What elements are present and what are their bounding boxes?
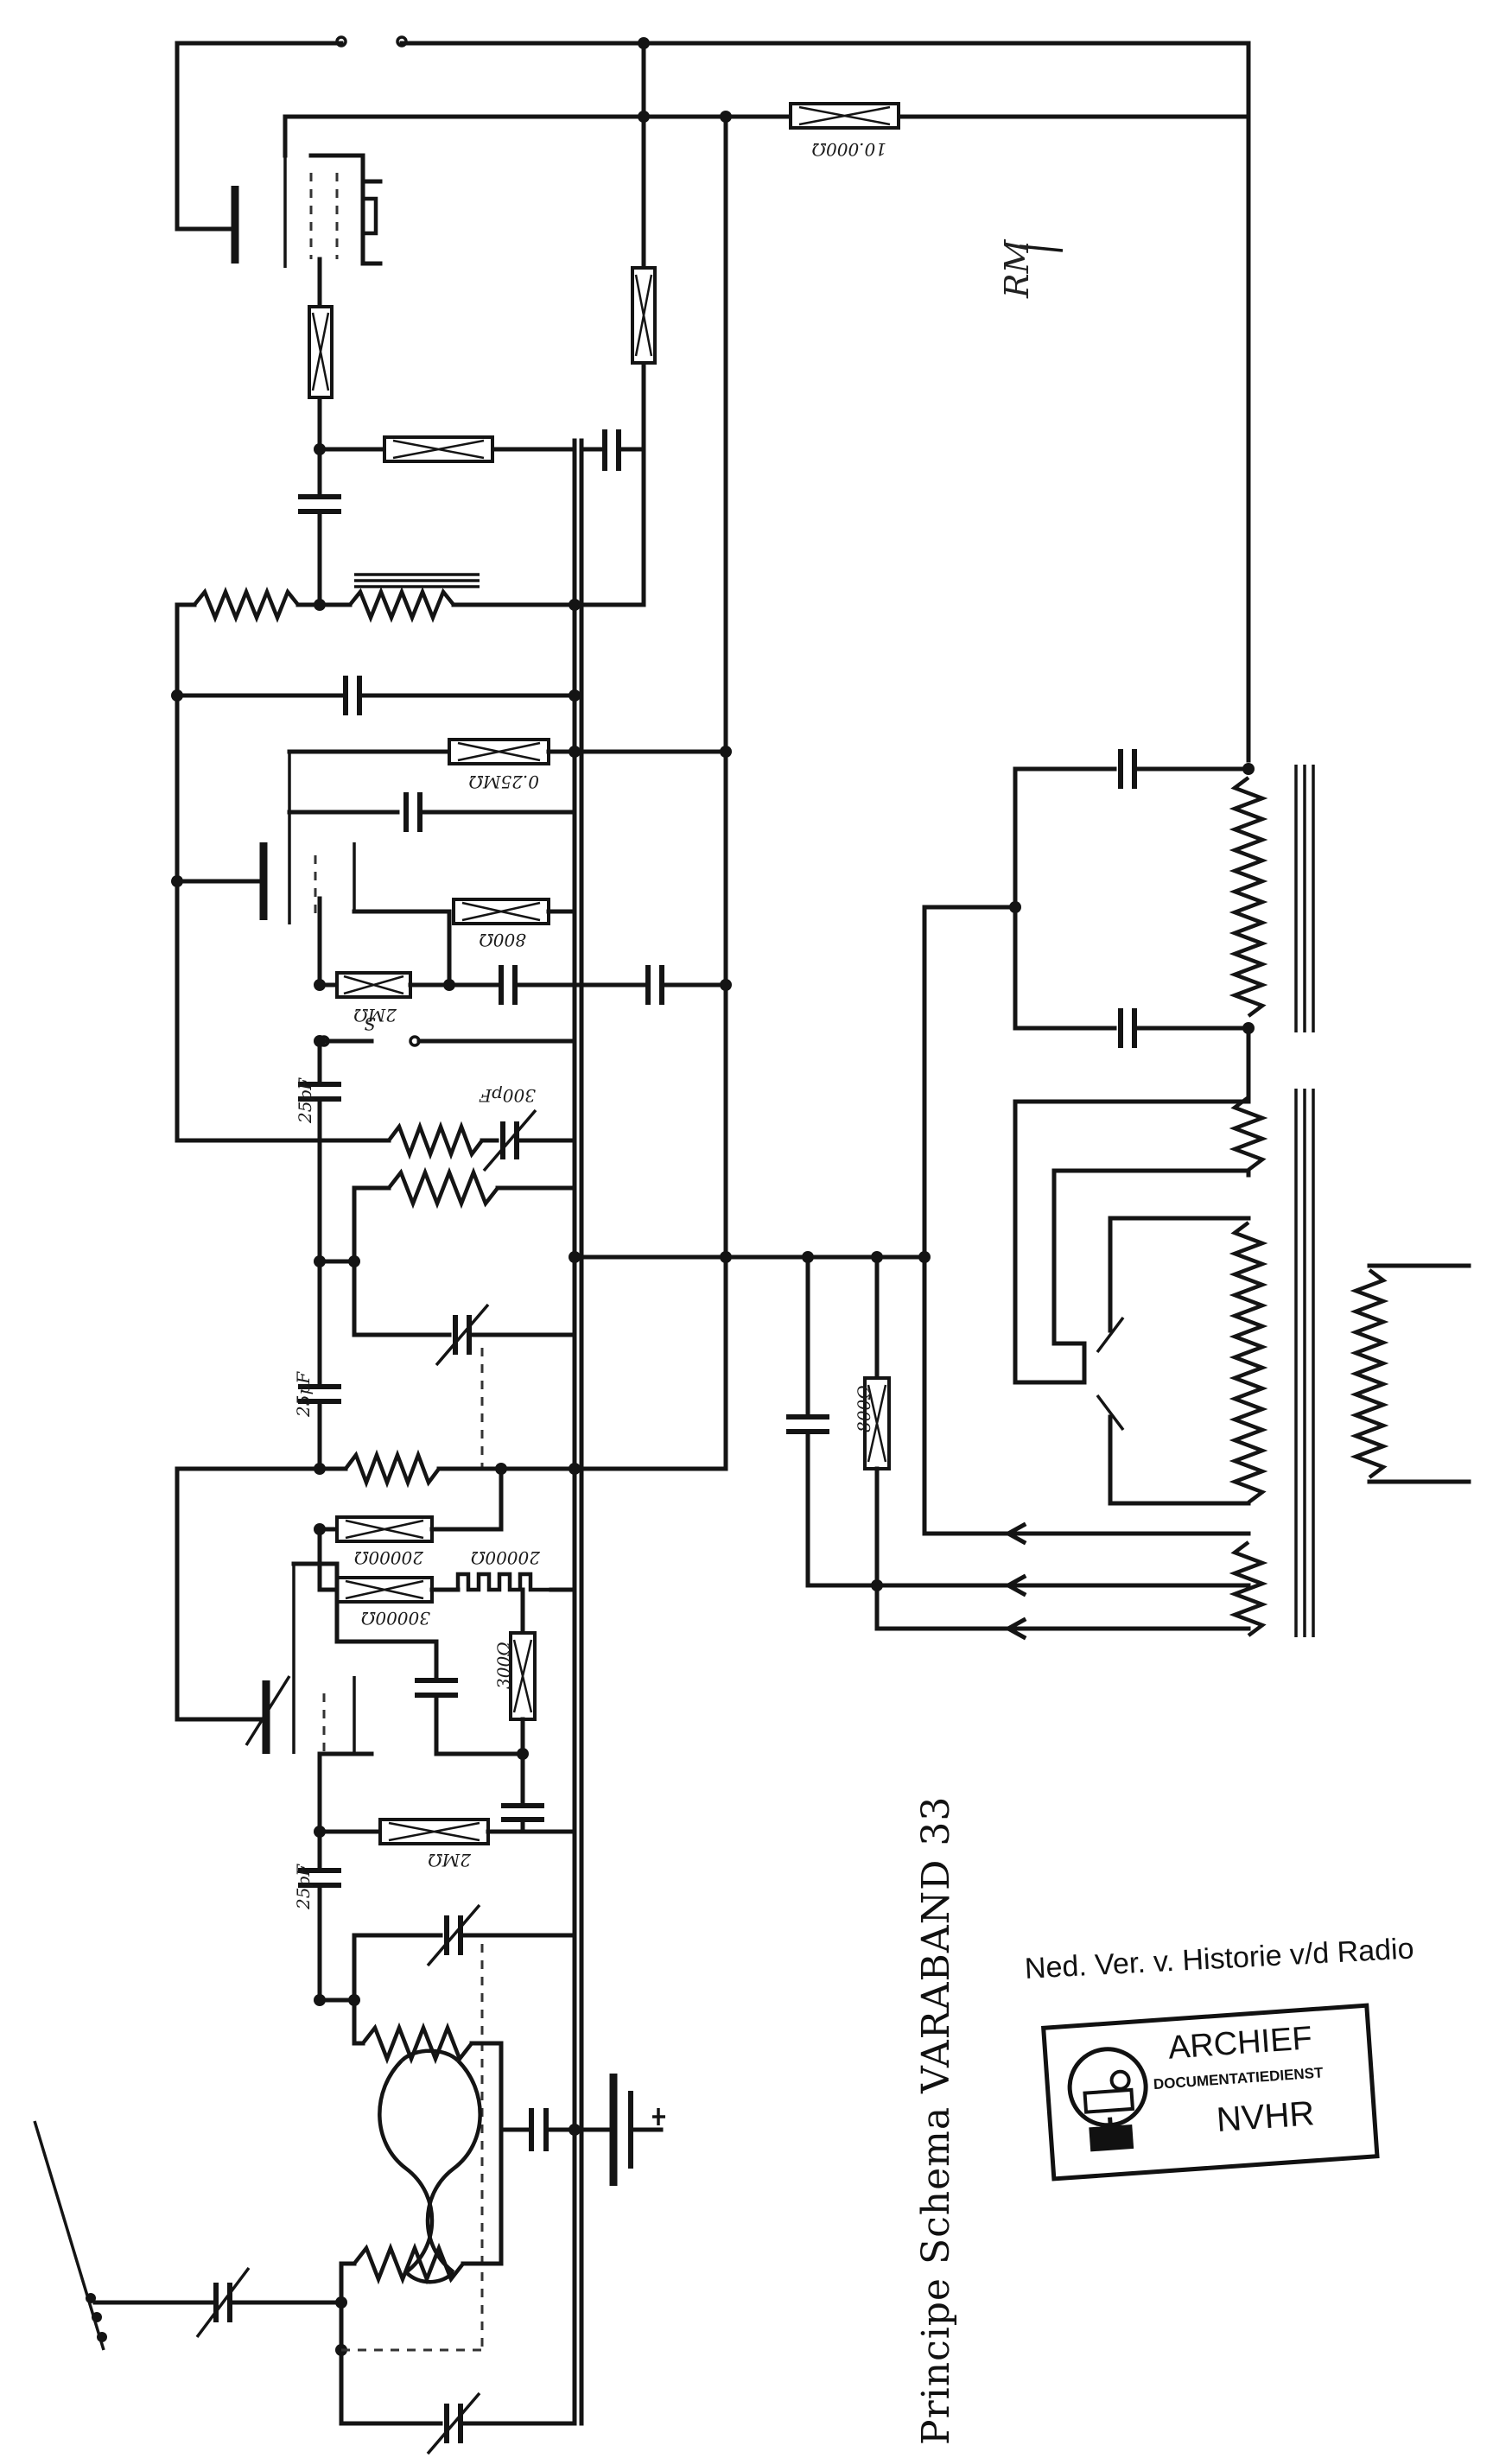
stamp-line-1: ARCHIEF	[1166, 2020, 1314, 2067]
resistor-d: 300Ω	[493, 1587, 537, 1791]
tuned-coil-2	[352, 1166, 577, 1337]
reaction-coil	[317, 1121, 499, 1160]
antenna-coil	[339, 2242, 504, 2426]
resistor-b: 30000Ω	[317, 1576, 461, 1629]
resistor-screen: 0.25MΩ	[448, 738, 550, 792]
mains-transformer	[1013, 1026, 1471, 1637]
capacitor-coupling-25pf-b: 25pF	[293, 1259, 341, 1471]
ground-battery	[499, 2074, 665, 2186]
label-c-coupling2: 25pF	[293, 1371, 314, 1418]
top-supply-wiring	[175, 35, 1251, 763]
label-r-filter: 800Ω	[854, 1385, 874, 1432]
archive-stamp: ARCHIEF DOCUMENTATIEDIENST NVHR	[1041, 2003, 1380, 2182]
capacitor-cathode-bypass	[415, 1639, 525, 1756]
label-r-screen: 0.25MΩ	[468, 772, 539, 792]
label-r-grid1: 2MΩ	[428, 1850, 472, 1870]
stamp-line-3: NVHR	[1215, 2094, 1316, 2140]
capacitor-reaction-variable: 300pF	[479, 1085, 577, 1172]
label-switch: S	[364, 1013, 376, 1034]
resistor-cathode: 800Ω	[452, 898, 550, 950]
label-r-b: 30000Ω	[361, 1608, 430, 1629]
resistor-grid-output	[308, 305, 334, 399]
stamp-emblem-icon	[1067, 2047, 1148, 2152]
resistor-c-wirewound: 20000Ω	[455, 1547, 577, 1592]
diagram-title: Principe Schema VARABAND 33	[914, 1795, 958, 2445]
label-r-d: 300Ω	[493, 1642, 514, 1689]
capacitor-tuning-1	[352, 1903, 577, 2003]
capacitor-decoupling	[175, 676, 577, 715]
output-tube	[231, 114, 383, 268]
capacitor-grid-coupling	[298, 447, 341, 607]
label-c-coupling3: 25pF	[293, 1864, 314, 1910]
smoothing-choke	[1229, 765, 1315, 1032]
label-r-grid2: 2MΩ	[353, 1005, 397, 1026]
resistor-anode-feed	[631, 266, 657, 365]
antenna-aerial	[33, 2120, 107, 2351]
stamp-line-2: DOCUMENTATIEDIENST	[1153, 2064, 1324, 2093]
af-coupling-choke	[175, 573, 646, 1143]
wave-switch: S	[317, 1013, 577, 1047]
capacitor-smoothing-2	[1013, 1008, 1251, 1048]
label-r-cathode1: 800Ω	[479, 930, 526, 950]
capacitor-tuning-2	[435, 1303, 577, 1367]
antenna-series-capacitor	[92, 2266, 344, 2339]
interstage-coil	[317, 1449, 728, 1489]
main-ground-bus	[572, 438, 584, 2426]
label-c-reaction: 300pF	[479, 1085, 536, 1106]
label-r-c: 20000Ω	[471, 1547, 541, 1568]
detector-tube	[175, 749, 452, 924]
monogram-signature: RM	[998, 239, 1036, 298]
capacitor-rf-bypass	[501, 1786, 577, 1834]
label-r-a: 20000Ω	[354, 1547, 424, 1568]
filter-capacitor	[786, 1254, 829, 1588]
rf-tube	[245, 1561, 374, 1756]
tuned-coil-1	[352, 1998, 504, 2266]
label-r-top: 10.000Ω	[811, 139, 886, 160]
label-c-coupling1: 25pF	[295, 1077, 315, 1124]
capacitor-smoothing-1	[1013, 749, 1251, 789]
filter-resistor: 800Ω	[854, 1254, 891, 1631]
resistor-a: 20000Ω	[317, 1466, 504, 1592]
capacitor-anode-coupling	[579, 429, 646, 471]
resistor-grid-leak	[383, 435, 494, 463]
resistor-grid1: 2MΩ	[378, 1818, 490, 1870]
variometer	[378, 2048, 482, 2284]
resistor-10000: 10.000Ω	[789, 102, 900, 160]
capacitor-screen-bypass	[403, 792, 577, 832]
capacitor-coupling-25pf-c: 25pF	[293, 1829, 341, 2003]
antenna-capacitor-variable	[339, 2391, 577, 2455]
capacitor-coupling-25pf-a: 25pF	[295, 1038, 341, 1264]
